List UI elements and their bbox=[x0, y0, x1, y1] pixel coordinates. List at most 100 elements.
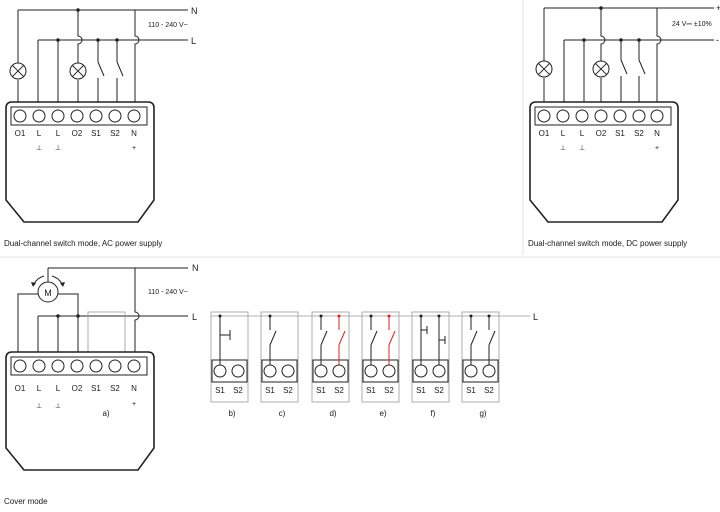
terminal-label: S2 bbox=[334, 386, 344, 395]
junction-dot bbox=[115, 38, 119, 42]
plus-symbol: + bbox=[132, 401, 136, 408]
variant-label: b) bbox=[228, 409, 235, 418]
wire-n-terminal bbox=[134, 10, 140, 108]
terminal-label: S2 bbox=[110, 384, 120, 393]
variant-g: S1 S2 g) bbox=[461, 311, 500, 418]
terminal-label: L bbox=[37, 384, 42, 393]
wire-lamp2-n bbox=[77, 10, 83, 63]
variant-label: e) bbox=[379, 409, 386, 418]
panel-dc: + - 24 V⎓ ±10% bbox=[528, 3, 720, 248]
terminal-block bbox=[534, 106, 672, 126]
terminal-label: S1 bbox=[466, 386, 476, 395]
junction-dot bbox=[56, 314, 60, 318]
terminal-label: O2 bbox=[72, 129, 83, 138]
terminal-label: O2 bbox=[596, 129, 607, 138]
motor-label: M bbox=[44, 288, 52, 298]
terminal-label: L bbox=[37, 129, 42, 138]
junction-dot bbox=[637, 38, 641, 42]
variant-label: d) bbox=[329, 409, 336, 418]
switch-variants: L S1 S2 b) S1 S2 c) bbox=[210, 311, 538, 418]
junction-dot bbox=[76, 8, 80, 12]
variant-e: S1 S2 e) bbox=[361, 311, 400, 418]
ground-symbol: ⊥ bbox=[36, 145, 42, 152]
terminal-label: O1 bbox=[15, 129, 26, 138]
ground-symbol: ⊥ bbox=[560, 145, 566, 152]
ground-symbol: ⊥ bbox=[55, 145, 61, 152]
terminal-label: L bbox=[56, 384, 61, 393]
panel-ac: N L 110 - 240 V~ bbox=[4, 6, 198, 248]
panel-caption: Cover mode bbox=[4, 497, 48, 506]
terminal-label: N bbox=[131, 384, 137, 393]
device-body bbox=[5, 351, 155, 471]
terminal-label: O1 bbox=[539, 129, 550, 138]
terminal-label: S1 bbox=[91, 129, 101, 138]
terminal-screws bbox=[537, 109, 664, 123]
terminal-label: S1 bbox=[366, 386, 376, 395]
switch-s2 bbox=[638, 59, 646, 75]
terminal-screws bbox=[13, 109, 141, 123]
terminal-block bbox=[10, 356, 148, 376]
junction-dot bbox=[76, 314, 80, 318]
lamp-icon bbox=[69, 62, 87, 80]
terminal-label: S2 bbox=[233, 386, 243, 395]
terminal-label: N bbox=[654, 129, 660, 138]
terminal-label: S1 bbox=[91, 384, 101, 393]
wire-motor-o2 bbox=[58, 293, 79, 356]
supply-label: 110 - 240 V~ bbox=[148, 289, 188, 296]
terminal-label: S2 bbox=[110, 129, 120, 138]
terminal-label: S2 bbox=[384, 386, 394, 395]
lamp-icon bbox=[592, 60, 610, 78]
plus-symbol: + bbox=[655, 145, 659, 152]
junction-dot bbox=[96, 38, 100, 42]
motor-icon: M bbox=[31, 275, 65, 303]
switch-s2 bbox=[116, 61, 124, 77]
terminal-label: O2 bbox=[72, 384, 83, 393]
wire-lamp2 bbox=[600, 8, 606, 61]
terminal-label: S1 bbox=[265, 386, 275, 395]
junction-dot bbox=[599, 6, 603, 10]
supply-label: 24 V⎓ ±10% bbox=[672, 21, 712, 28]
wire-n-terminal bbox=[134, 268, 140, 356]
junction-dot bbox=[56, 38, 60, 42]
variant-d: S1 S2 d) bbox=[311, 311, 350, 418]
terminal-screws bbox=[13, 359, 141, 373]
terminal-label: L bbox=[56, 129, 61, 138]
wire-n-terminal bbox=[656, 8, 662, 108]
switch-s1 bbox=[620, 59, 628, 75]
lamp-icon bbox=[535, 60, 553, 78]
variant-label: c) bbox=[279, 409, 286, 418]
terminal-label: S2 bbox=[283, 386, 293, 395]
junction-dot bbox=[582, 38, 586, 42]
wire-motor-o1 bbox=[17, 293, 38, 356]
switch-s1 bbox=[97, 61, 105, 77]
variant-a-label: a) bbox=[102, 409, 109, 418]
label-l: L bbox=[191, 36, 196, 46]
terminal-label: O1 bbox=[15, 384, 26, 393]
panel-caption: Dual-channel switch mode, AC power suppl… bbox=[4, 239, 162, 248]
terminal-label: S2 bbox=[434, 386, 444, 395]
variant-f: S1 S2 f) bbox=[411, 311, 450, 418]
variant-label: g) bbox=[479, 409, 486, 418]
terminal-label: S2 bbox=[634, 129, 644, 138]
plus-symbol: + bbox=[132, 145, 136, 152]
device-body bbox=[529, 101, 679, 223]
variants-l-label: L bbox=[533, 312, 538, 322]
label-n: N bbox=[192, 263, 199, 273]
label-minus: - bbox=[716, 35, 719, 45]
ground-symbol: ⊥ bbox=[36, 403, 42, 410]
terminal-label: L bbox=[561, 129, 566, 138]
variant-c: S1 S2 c) bbox=[260, 311, 299, 418]
label-plus: + bbox=[716, 3, 720, 13]
label-n: N bbox=[191, 6, 198, 16]
variant-b: S1 S2 b) bbox=[210, 311, 249, 418]
device-body bbox=[5, 101, 155, 223]
supply-label: 110 - 240 V~ bbox=[148, 22, 188, 29]
label-l: L bbox=[192, 312, 197, 322]
terminal-block bbox=[10, 106, 148, 126]
panel-caption: Dual-channel switch mode, DC power suppl… bbox=[528, 239, 687, 248]
terminal-label: S1 bbox=[316, 386, 326, 395]
terminal-label: S1 bbox=[416, 386, 426, 395]
ground-symbol: ⊥ bbox=[579, 145, 585, 152]
